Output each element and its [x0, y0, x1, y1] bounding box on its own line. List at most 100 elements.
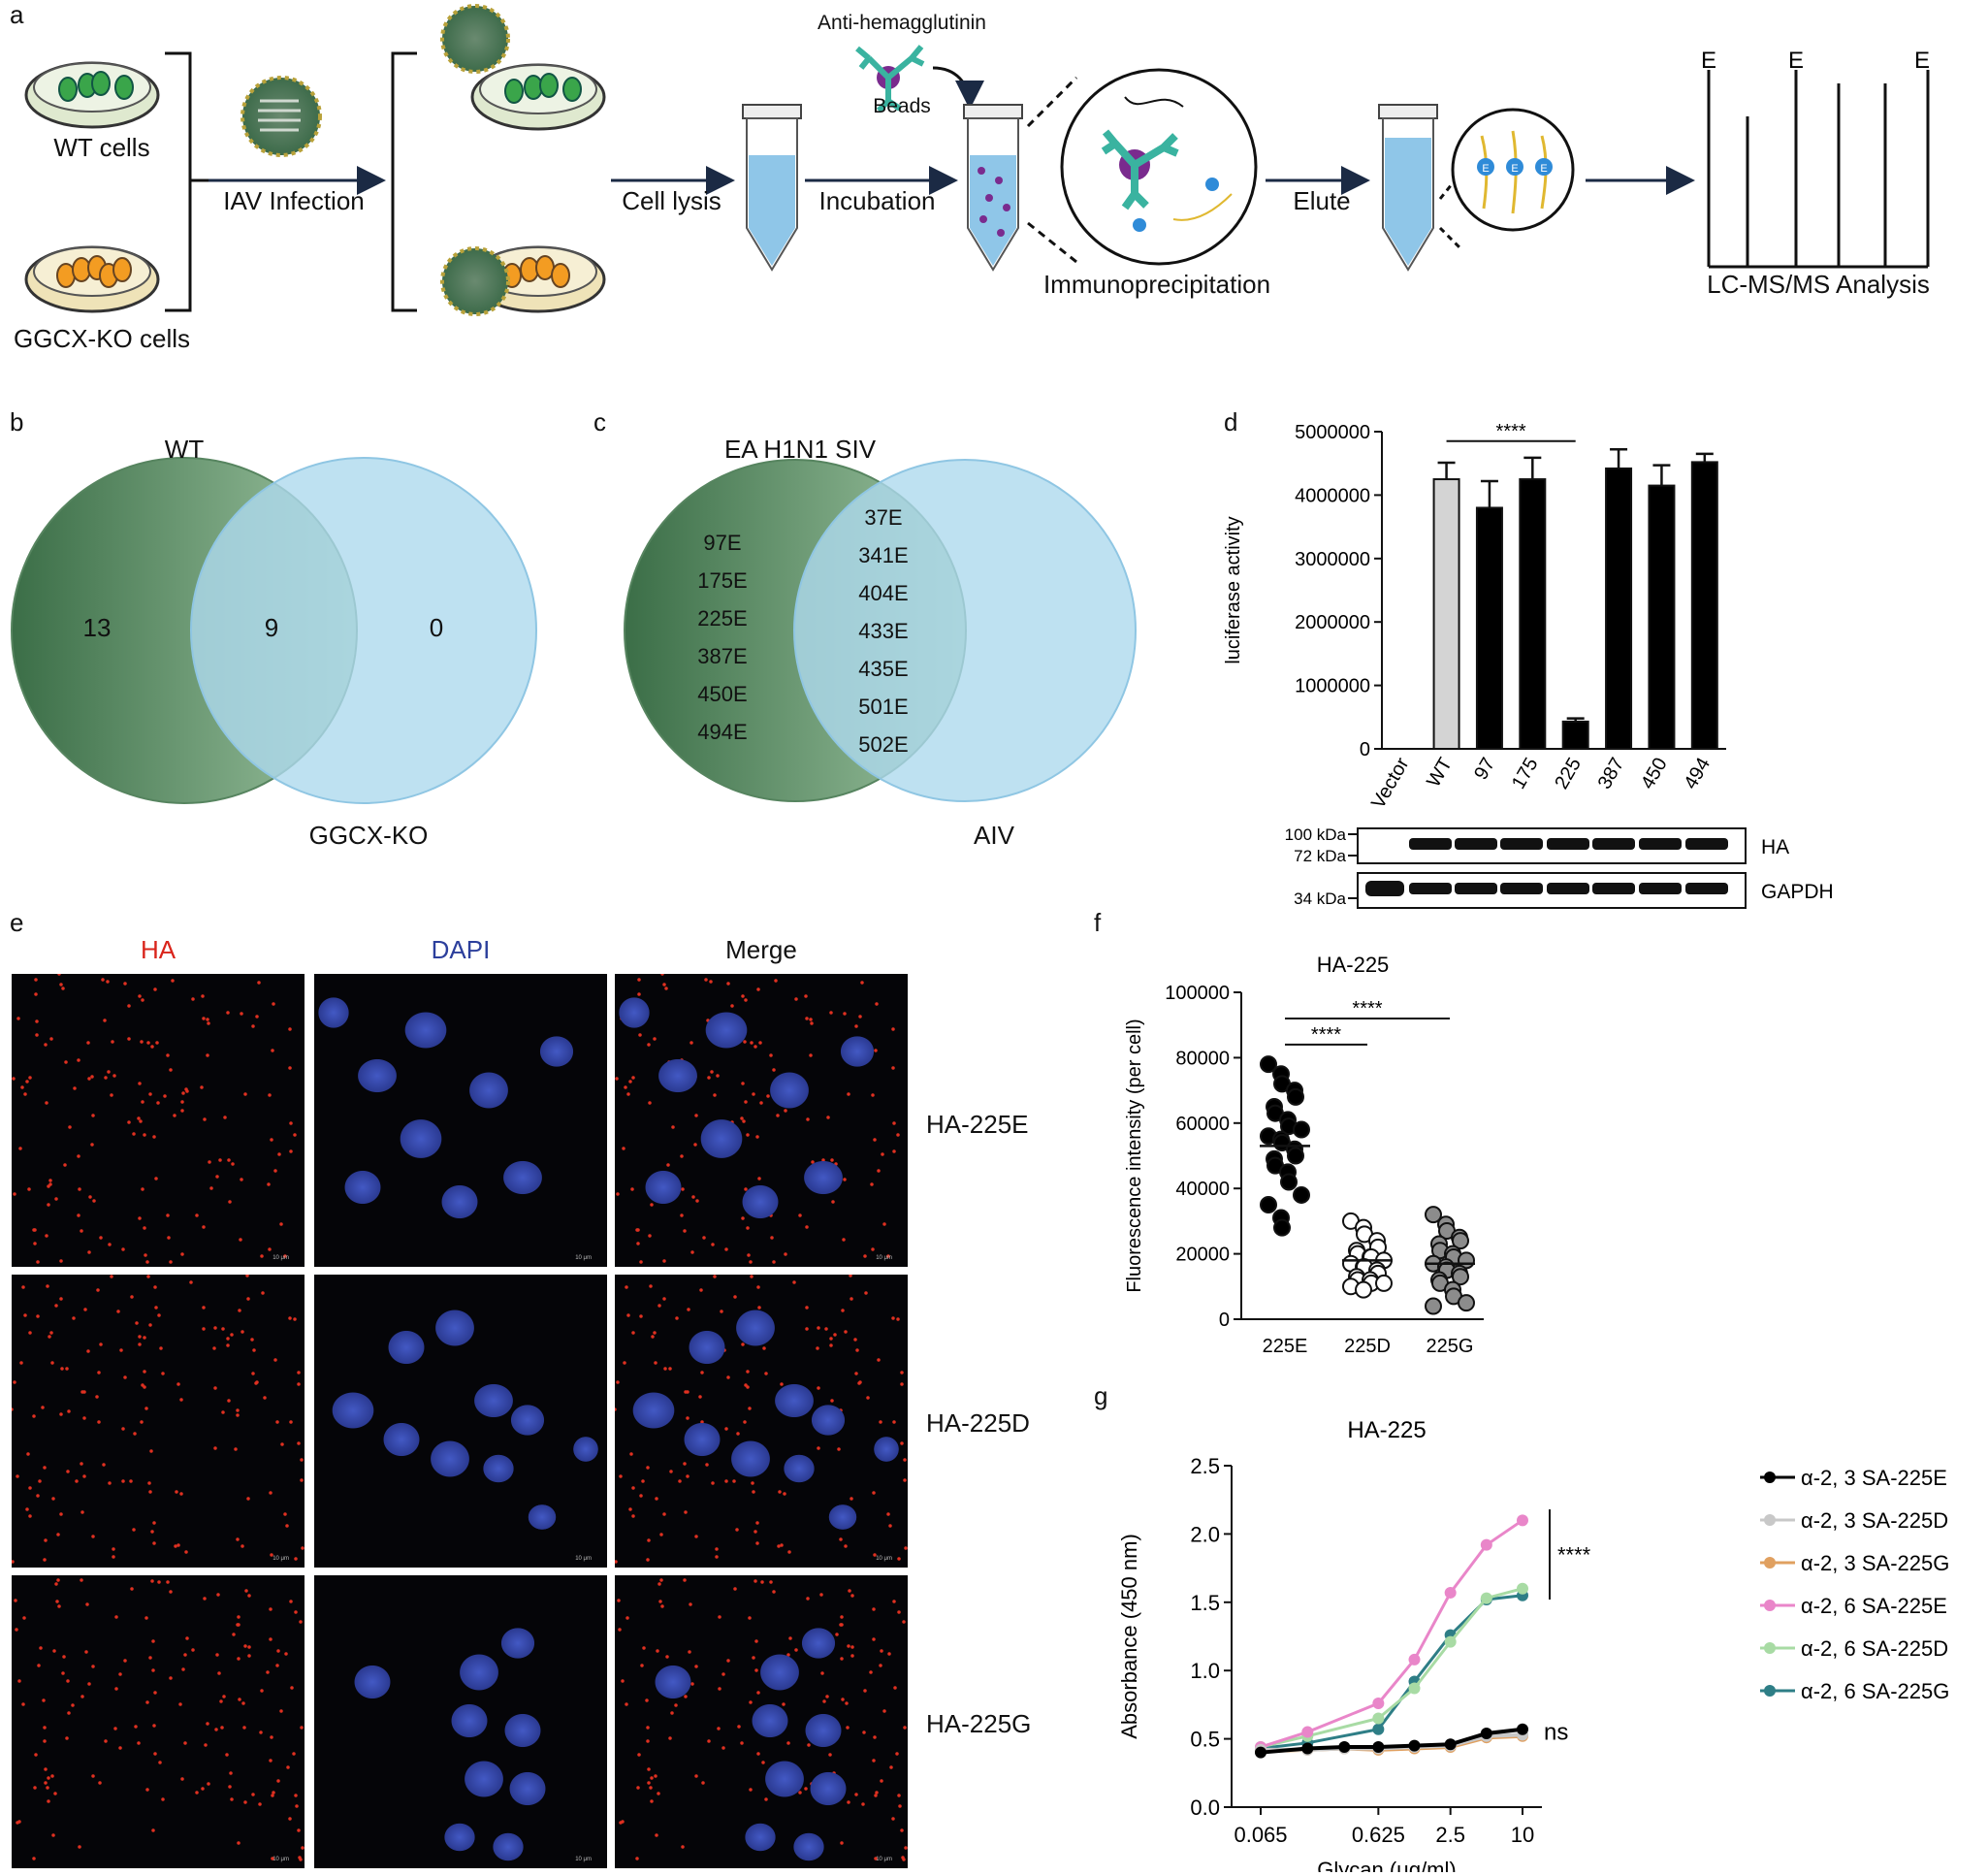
reagent-beads: Beads: [873, 95, 931, 117]
list-item: 225E: [697, 606, 748, 631]
x-tick-label: 494: [1680, 755, 1715, 793]
data-point: [1293, 1120, 1310, 1139]
y-tick-label: 0: [1219, 1310, 1230, 1331]
bar: [1690, 461, 1718, 750]
x-tick-label: 387: [1594, 755, 1629, 793]
ms-peak-label: E: [1788, 48, 1804, 74]
antibody-bead-icon: [855, 45, 984, 113]
y-tick-label: 2.0: [1190, 1522, 1220, 1546]
row-label-ha-225d: HA-225D: [926, 1408, 1030, 1438]
scale-bar-label: 10 μm: [575, 1556, 592, 1562]
list-item: 435E: [858, 657, 909, 681]
data-point: [1408, 1682, 1421, 1695]
dapi-image: 10 μm: [314, 1575, 607, 1868]
legend-marker: [1764, 1514, 1776, 1526]
data-point: [1425, 1206, 1442, 1224]
bar: [1561, 720, 1589, 750]
chart-title: HA-225: [1317, 953, 1390, 977]
step-iav-infection: IAV Infection: [223, 186, 365, 215]
y-tick-label: 60000: [1175, 1114, 1230, 1135]
panel-letter-f: f: [1094, 908, 1102, 937]
row-label-ha-225e: HA-225E: [926, 1110, 1029, 1139]
y-tick-label: 1000000: [1295, 676, 1370, 697]
data-point: [1372, 1723, 1385, 1735]
western-blot: 100 kDa 72 kDa 34 kDa HA GAPDH: [1285, 825, 1834, 909]
data-point: [1301, 1726, 1314, 1738]
y-tick-label: 80000: [1175, 1048, 1230, 1069]
legend-marker: [1764, 1685, 1776, 1697]
data-point: [1444, 1586, 1457, 1599]
bar: [1605, 467, 1633, 750]
reagent-anti-hemagglutinin: Anti-hemagglutinin: [818, 12, 986, 34]
ko-infected-dish: [440, 245, 606, 316]
data-point: [1517, 1514, 1528, 1527]
y-tick-label: 2000000: [1295, 612, 1370, 633]
eluted-peptides-zoom: E E E: [1451, 108, 1575, 232]
step-cell-lysis: Cell lysis: [622, 186, 721, 215]
venn-c-left-list: 97E 175E 225E 387E 450E 494E: [679, 524, 766, 751]
venn-b-right-count: 0: [429, 613, 444, 642]
x-tick-label: Vector: [1367, 754, 1414, 805]
panel-letter-c: c: [593, 407, 606, 437]
venn-c-overlap-list: 37E 341E 404E 433E 435E 501E 502E: [840, 499, 927, 763]
data-point: [1444, 1635, 1457, 1648]
y-tick-label: 20000: [1175, 1245, 1230, 1266]
wt-cells-label: WT cells: [53, 133, 150, 162]
data-point: [1425, 1297, 1442, 1315]
step-incubation: Incubation: [818, 186, 936, 215]
data-point: [1408, 1653, 1421, 1666]
ha-image: 10 μm: [12, 1575, 305, 1868]
data-point: [1301, 1742, 1314, 1755]
venn-b-overlap-count: 9: [264, 613, 279, 642]
blot-marker-72: 72 kDa: [1294, 847, 1346, 865]
list-item: 341E: [858, 543, 909, 567]
scale-bar-label: 10 μm: [273, 1857, 289, 1862]
scale-bar-label: 10 μm: [575, 1857, 592, 1862]
col-header-dapi: DAPI: [431, 935, 491, 964]
data-point: [1293, 1185, 1310, 1204]
venn-c-left-label: EA H1N1 SIV: [723, 435, 877, 464]
y-tick-label: 2.5: [1190, 1454, 1220, 1478]
list-item: 37E: [864, 505, 903, 530]
data-point: [1338, 1741, 1351, 1754]
list-item: 433E: [858, 619, 909, 643]
data-point: [1444, 1738, 1457, 1751]
x-tick-label: 97: [1470, 755, 1499, 784]
data-point: [1480, 1727, 1492, 1739]
panel-letter-b: b: [10, 407, 24, 437]
panel-c-venn: [624, 459, 1137, 802]
x-axis-label: Glycan (μg/ml): [1317, 1858, 1456, 1872]
col-header-ha: HA: [140, 935, 176, 964]
bead-label: E: [1540, 163, 1547, 175]
y-tick-label: 0.0: [1190, 1795, 1220, 1820]
series-line: [1260, 1727, 1523, 1755]
legend-entry: α-2, 6 SA-225G: [1801, 1679, 1949, 1703]
chart-luciferase: 010000002000000300000040000005000000luci…: [1223, 421, 1726, 805]
chart-fluorescence: HA-225020000400006000080000100000Fluores…: [1124, 953, 1484, 1357]
x-tick-label: 225G: [1427, 1336, 1474, 1357]
incubation-tube: [963, 104, 1023, 272]
data-point: [1480, 1592, 1492, 1604]
virus-icon: [240, 76, 322, 157]
list-item: 175E: [697, 568, 748, 593]
chart-title: HA-225: [1347, 1417, 1426, 1443]
venn-circle-ggcx-ko: [190, 457, 537, 804]
legend-marker: [1764, 1472, 1776, 1483]
y-tick-label: 5000000: [1295, 422, 1370, 443]
bead-label: E: [1482, 163, 1489, 175]
legend-entry: α-2, 6 SA-225E: [1801, 1594, 1947, 1618]
bar: [1475, 506, 1503, 751]
data-point: [1260, 1196, 1277, 1214]
venn-b-right-label: GGCX-KO: [308, 821, 429, 850]
x-tick-label: 0.065: [1234, 1823, 1287, 1847]
ms-peak-label: E: [1914, 48, 1930, 74]
data-point: [1287, 1087, 1304, 1106]
x-tick-label: 225: [1551, 755, 1586, 793]
scale-bar-label: 10 μm: [876, 1556, 892, 1562]
blot-label-ha: HA: [1761, 836, 1789, 858]
legend-marker: [1764, 1600, 1776, 1611]
significance-label: ****: [1352, 998, 1382, 1019]
step-elute: Elute: [1293, 186, 1351, 215]
data-point: [1280, 1173, 1298, 1191]
ms-analysis-label: LC-MS/MS Analysis: [1707, 270, 1930, 299]
